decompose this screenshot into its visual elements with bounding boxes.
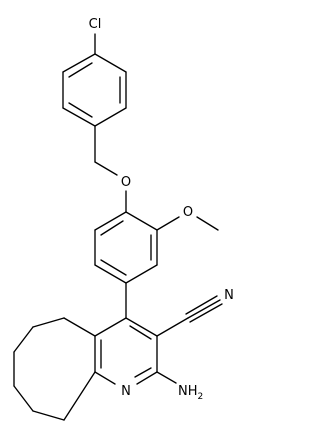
methoxy-oxygen-label: O — [183, 205, 193, 220]
bond — [94, 53, 127, 73]
bond-ring-nitrile-carbon — [156, 317, 189, 337]
bond — [62, 107, 96, 127]
bond — [32, 317, 65, 328]
pyridine-nitrogen-label: N — [121, 384, 131, 399]
methoxyphenyl-ring — [94, 211, 158, 284]
amino-nh-label: NH — [178, 384, 198, 399]
bond — [136, 371, 158, 385]
chemical-structure-diagram: Cl O O N N NH2 — [13, 17, 234, 421]
bond — [94, 107, 127, 127]
nitrile-triple-bond — [185, 295, 218, 315]
chlorine-atom-label: Cl — [89, 17, 102, 32]
ether-oxygen-label: O — [121, 175, 131, 190]
bond — [32, 410, 65, 421]
bond-ch2-o — [94, 161, 118, 176]
bond-ring-ome — [156, 216, 180, 231]
bond — [13, 326, 34, 353]
amino-group-label: NH2 — [178, 384, 203, 402]
bond — [94, 371, 116, 385]
chlorophenyl-ring — [62, 53, 127, 127]
aromatic-inner-bond — [100, 220, 124, 236]
bond — [94, 211, 127, 231]
bond — [125, 264, 158, 284]
cyclooctane-ring — [13, 317, 96, 421]
bond — [125, 211, 158, 231]
aromatic-inner-bond — [129, 325, 152, 340]
bond — [13, 385, 34, 412]
bond — [63, 317, 96, 337]
bond — [94, 264, 127, 284]
nitrile-triple-bond — [187, 299, 221, 319]
bond — [62, 53, 96, 73]
bond — [125, 317, 158, 337]
bond — [94, 317, 127, 337]
nitrile-triple-bond — [189, 303, 223, 323]
aromatic-inner-bond — [68, 102, 93, 118]
amino-subscript: 2 — [198, 392, 204, 402]
aromatic-inner-bond — [100, 259, 127, 276]
bond — [63, 371, 96, 421]
aromatic-inner-bond — [134, 367, 152, 378]
bond-o-methyl — [196, 216, 219, 231]
nitrile-nitrogen-label: N — [224, 288, 234, 303]
pyridine-ring — [94, 317, 158, 385]
aromatic-inner-bond — [68, 62, 93, 78]
bond-ring-amino — [156, 371, 177, 384]
